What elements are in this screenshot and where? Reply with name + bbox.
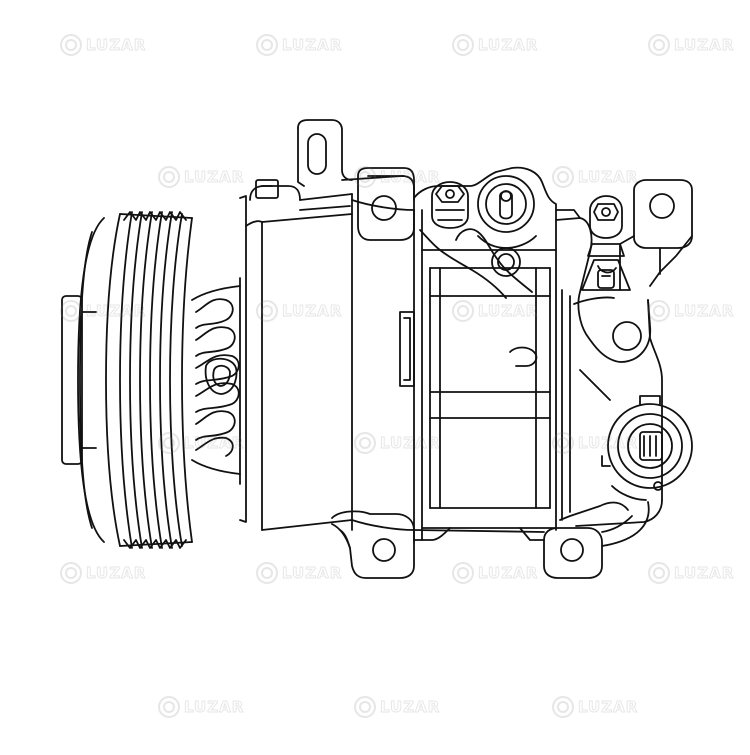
pulley-face bbox=[61, 217, 105, 543]
right-top-mount bbox=[619, 179, 693, 291]
right-housing bbox=[559, 299, 663, 527]
lower-left-mount bbox=[331, 510, 415, 579]
top-mounting-tab bbox=[297, 119, 415, 201]
electrical-connector bbox=[601, 395, 693, 501]
pressure-switch bbox=[581, 195, 631, 291]
lower-right-mount bbox=[543, 501, 650, 579]
front-housing bbox=[239, 179, 353, 531]
pulley-grooves bbox=[105, 211, 193, 549]
rear-head bbox=[413, 166, 557, 531]
central-port bbox=[477, 175, 537, 277]
cylinder-body bbox=[351, 199, 557, 543]
bottom-edge bbox=[413, 527, 545, 541]
rear-plate bbox=[555, 209, 652, 521]
clutch-ribs bbox=[191, 277, 241, 485]
top-center-mount bbox=[357, 167, 415, 241]
service-valve-left bbox=[431, 181, 469, 229]
